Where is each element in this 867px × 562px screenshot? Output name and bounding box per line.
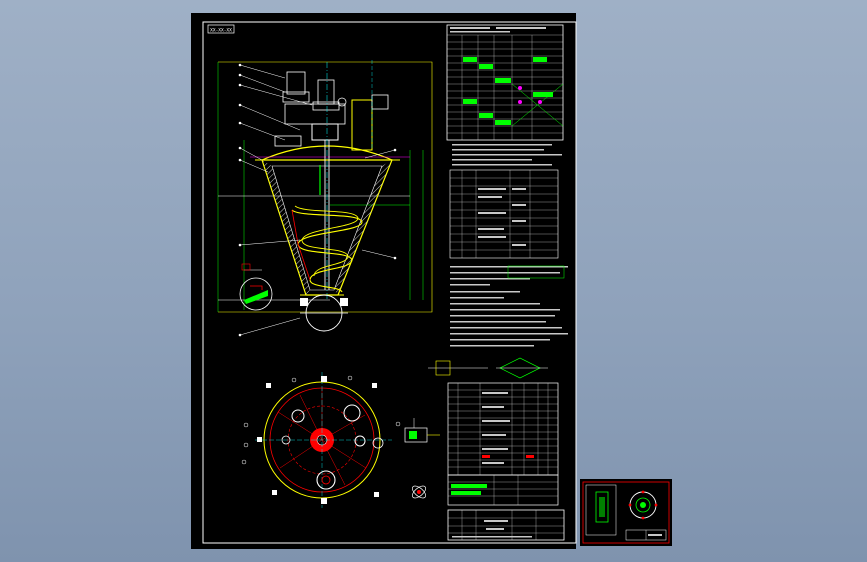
agitator-blade-detail [412,485,426,499]
drawing-tag-box [207,24,235,34]
revision-grid [448,475,558,505]
sheet-paper [191,13,576,549]
plan-view [241,372,401,508]
detail-view-circle [239,277,273,311]
plan-port-s [316,470,336,490]
technical-requirements-text [450,266,568,347]
part-leader-lines [239,64,396,336]
revision-table [447,474,559,506]
reducer-flange [312,101,340,111]
motor-housing [286,71,306,95]
thumbnail-part-fill [599,497,605,517]
ribbon-section-cut [291,209,311,281]
inspection-port [274,135,302,147]
requirements-highlight [507,265,565,279]
plan-port-s-inner [321,475,331,485]
title-block-text-marks [452,520,532,538]
technical-tables [446,24,568,541]
right-wall-hatch [334,160,392,295]
plan-port-w [281,435,291,445]
helical-ribbon-outer [291,209,363,293]
outlet-bolt-left [300,298,308,306]
thumbnail-left-frame [585,484,617,536]
design-data-text-marks [450,27,546,33]
side-details [404,357,548,499]
thumbnail-bolts [628,490,658,520]
title-block-grid [448,510,564,540]
thumbnail-inner-circle [635,497,651,513]
design-data-markers [518,86,542,104]
design-data-cross [511,83,564,127]
parts-list-grid [448,383,558,475]
dimension-frame [218,61,433,313]
design-data-grid [447,34,563,140]
revision-highlights [451,484,487,495]
plan-lugs [257,376,379,504]
elevation-view [217,60,433,337]
valve-wheel [337,97,347,107]
parts-list-text-marks [482,392,510,464]
title-block [447,509,565,541]
parts-list-red-marks [482,455,534,458]
drawing-tag-text: XX-XX-XX [210,28,232,34]
drawing-tag: XX-XX-XX [207,24,235,34]
nozzle-table-grid [450,170,558,258]
main-drawing-sheet: XX-XX-XX [191,13,577,549]
outlet-bolt-right [340,298,348,306]
thumbnail-title-text [648,534,662,536]
part-balloons [238,63,397,337]
plan-port-ne [343,404,361,422]
nozzle-table-text-marks [478,188,526,246]
thumbnail-sheet[interactable] [580,479,672,546]
plan-port-e [354,435,366,447]
section-arrow-detail [428,357,548,379]
plan-port-nw [291,409,305,423]
vertical-nozzle [351,99,373,151]
detail-view-weld [244,290,268,304]
left-wall-hatch [262,160,310,295]
thumbnail-part-outline [595,491,609,523]
thumbnail-center [640,502,646,508]
design-data-highlights [463,57,553,125]
plan-callouts [241,375,401,465]
thumbnail-border [582,481,670,544]
sheet-border [202,21,577,544]
detail-view-marker [241,263,251,271]
plan-radial-lines [277,388,367,486]
flange-detail [404,418,440,443]
helical-ribbon-inner [294,205,359,277]
notes-block-upper [452,144,562,166]
detail-view-profile [250,285,263,290]
nozzle-table [449,169,559,259]
design-data-table [446,24,564,141]
plan-port-rim [372,437,384,449]
